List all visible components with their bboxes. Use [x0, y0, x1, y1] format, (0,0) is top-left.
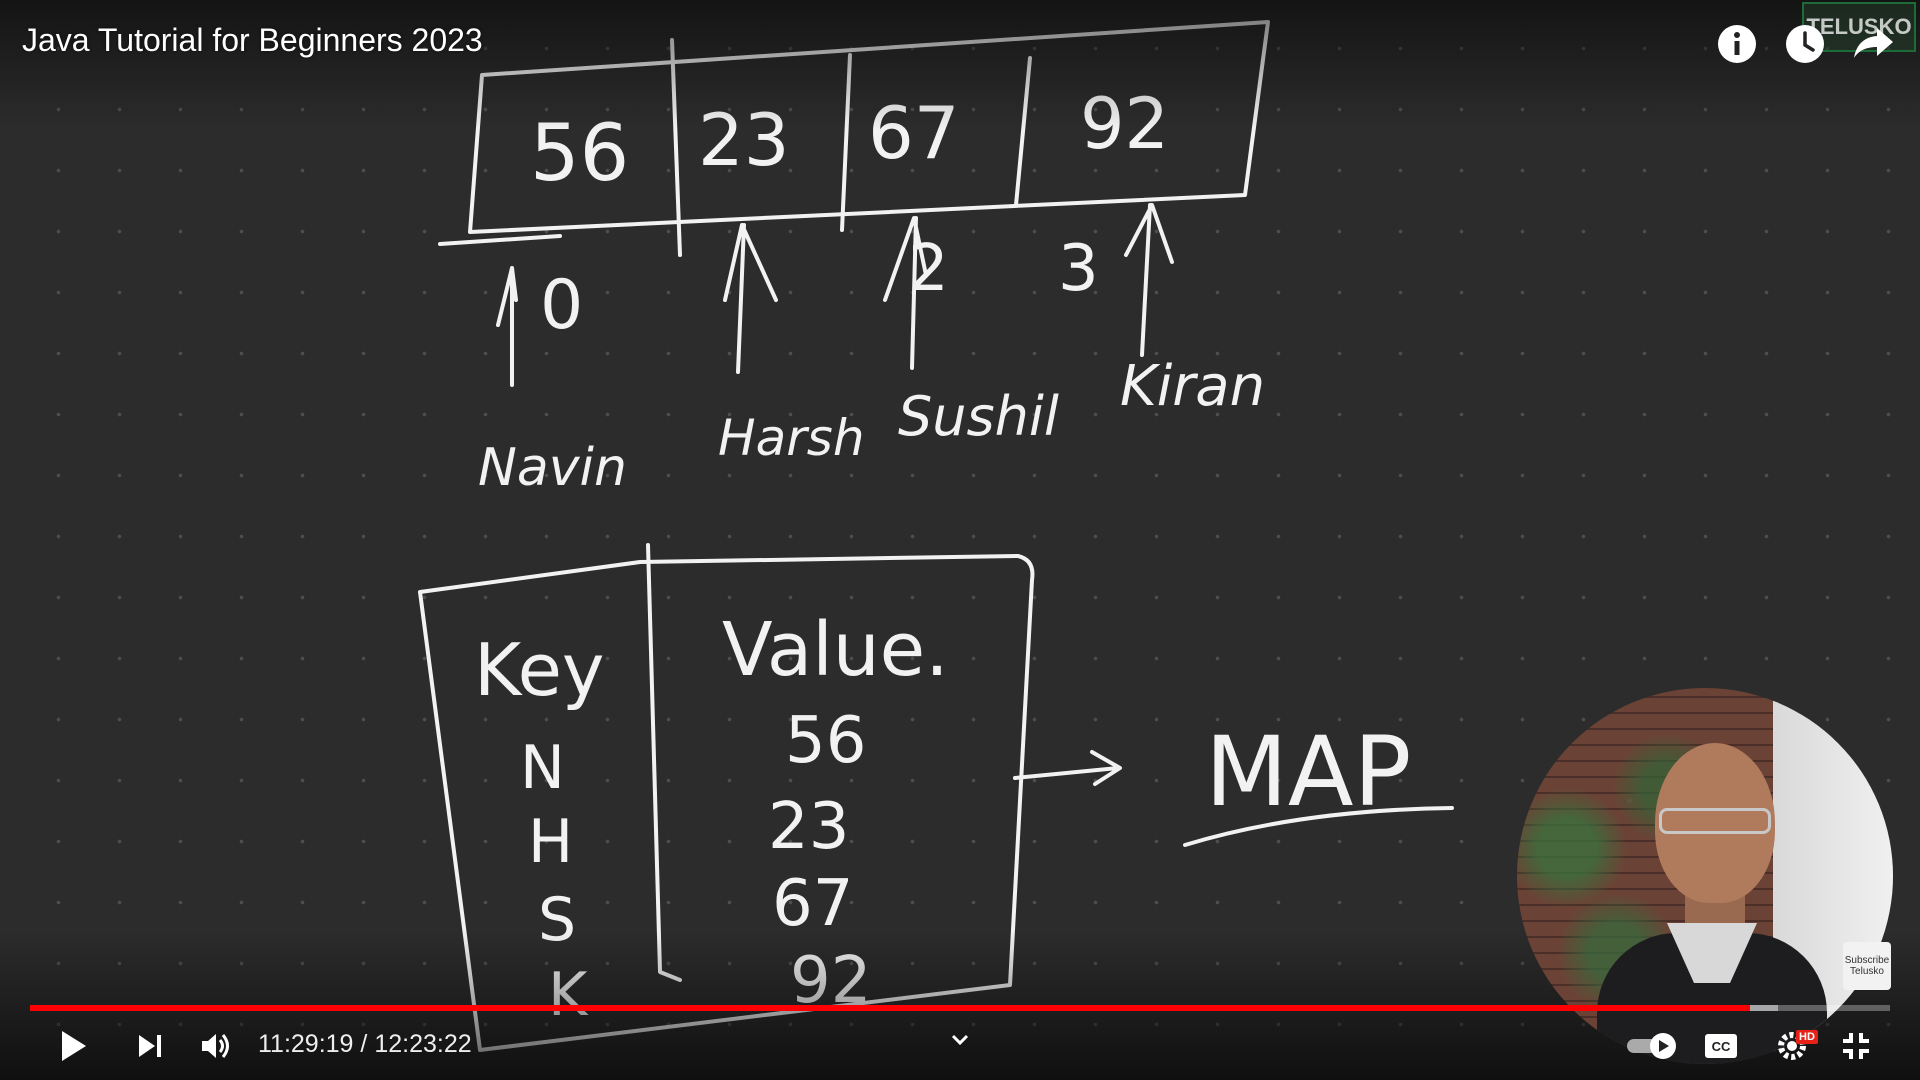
play-button[interactable]	[50, 1022, 98, 1070]
map-underline	[1183, 806, 1454, 847]
array-index-2: 2	[908, 232, 949, 306]
arrow-index-2	[883, 216, 928, 370]
captions-icon: CC	[1705, 1034, 1737, 1058]
arrow-index-3	[1124, 203, 1174, 357]
next-button[interactable]	[126, 1022, 174, 1070]
name-navin: Navin	[478, 438, 627, 498]
array-underline	[438, 234, 562, 246]
channel-watermark[interactable]: TELUSKO	[1802, 2, 1916, 52]
exit-fullscreen-icon	[1843, 1033, 1869, 1059]
watch-later-button[interactable]	[1781, 20, 1829, 68]
name-kiran: Kiran	[1120, 354, 1265, 419]
subscribe-badge-line1: Subscribe	[1844, 955, 1890, 966]
map-label: MAP	[1205, 716, 1411, 828]
exit-fullscreen-button[interactable]	[1832, 1022, 1880, 1070]
progress-bar[interactable]	[30, 1005, 1890, 1011]
share-button[interactable]	[1849, 20, 1897, 68]
total-duration: 12:23:22	[374, 1030, 472, 1058]
map-divider	[646, 543, 682, 982]
svg-text:CC: CC	[1712, 1039, 1731, 1054]
volume-icon	[202, 1034, 229, 1058]
arrow-index-1	[723, 223, 778, 374]
map-value-0: 56	[785, 704, 866, 778]
top-gradient-overlay	[0, 0, 1920, 130]
map-value-2: 67	[772, 867, 853, 941]
settings-icon	[1778, 1032, 1806, 1060]
hd-badge: HD	[1796, 1030, 1818, 1044]
subscribe-badge-line2: Telusko	[1850, 966, 1884, 977]
autoplay-toggle[interactable]	[1624, 1022, 1682, 1070]
volume-button[interactable]	[192, 1022, 240, 1070]
array-index-0: 0	[540, 266, 583, 345]
time-separator: /	[353, 1030, 375, 1058]
current-time: 11:29:19	[258, 1030, 354, 1058]
map-header-value: Value.	[722, 607, 949, 693]
name-sushil: Sushil	[898, 385, 1059, 448]
autoplay-toggle-icon	[1627, 1033, 1676, 1059]
presenter-head	[1655, 743, 1775, 903]
array-index-3: 3	[1058, 232, 1099, 306]
share-icon	[1854, 28, 1893, 58]
watch-later-icon	[1786, 25, 1824, 63]
subscribe-badge[interactable]: Subscribe Telusko	[1843, 942, 1891, 990]
map-value-1: 23	[768, 790, 849, 864]
map-header-key: Key	[474, 628, 605, 712]
chapter-expand-button[interactable]	[945, 1025, 975, 1055]
captions-button[interactable]: CC	[1697, 1022, 1745, 1070]
next-icon	[139, 1035, 161, 1057]
map-key-1: H	[528, 807, 573, 877]
time-display: 11:29:19 / 12:23:22	[258, 1030, 472, 1059]
info-icon	[1718, 25, 1756, 63]
video-title[interactable]: Java Tutorial for Beginners 2023	[22, 22, 483, 58]
info-button[interactable]	[1713, 20, 1761, 68]
chevron-down-icon	[951, 1034, 969, 1046]
play-icon	[62, 1031, 86, 1061]
arrow-index-0	[496, 266, 518, 387]
map-box	[418, 554, 1035, 1052]
progress-played	[30, 1005, 1750, 1011]
presenter-glasses	[1659, 808, 1771, 834]
name-harsh: Harsh	[718, 409, 865, 467]
settings-button[interactable]: HD	[1764, 1022, 1820, 1070]
map-arrow	[1013, 750, 1122, 786]
map-key-0: N	[520, 733, 565, 803]
